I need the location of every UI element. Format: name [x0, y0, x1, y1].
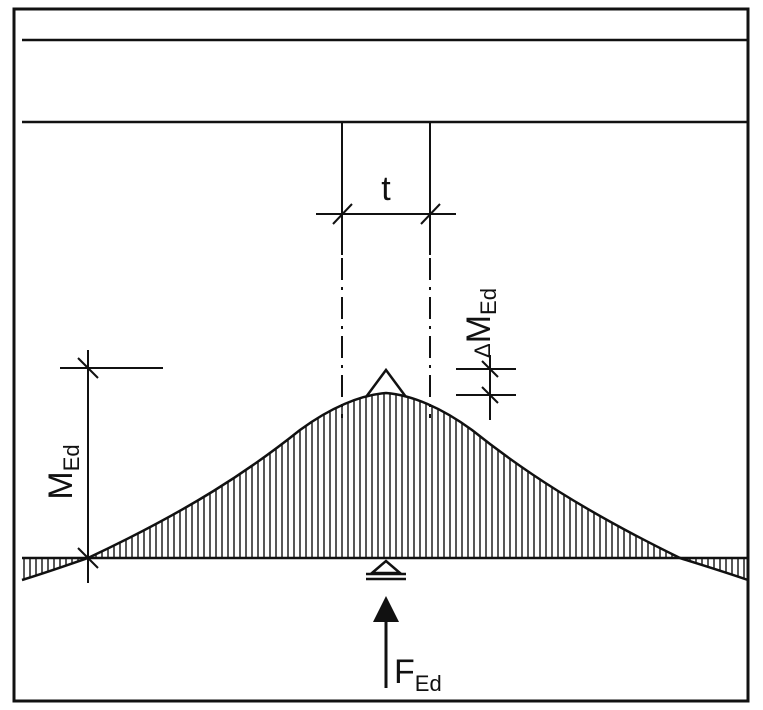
- label-delta-m-ed: ΔMEd: [460, 288, 501, 358]
- label-delta-symbol: Δ: [470, 343, 495, 358]
- moment-curve: [21, 391, 749, 582]
- label-f-ed: FEd: [394, 653, 442, 696]
- peak-reduction-triangle: [364, 367, 408, 398]
- label-m-ed: MEd: [42, 444, 84, 499]
- moment-hatching: [23, 393, 745, 580]
- svg-text:MEd: MEd: [42, 444, 84, 499]
- dimension-delta-m-ed: [456, 355, 516, 420]
- svg-text:ΔMEd: ΔMEd: [460, 288, 501, 358]
- label-f-ed-main: F: [394, 653, 415, 691]
- label-f-ed-sub: Ed: [415, 671, 442, 696]
- label-m-ed-sub: Ed: [59, 444, 84, 471]
- label-t: t: [381, 170, 391, 208]
- outer-frame: [12, 7, 750, 703]
- dimension-m-ed: [60, 350, 163, 583]
- reaction-force-arrow: [373, 596, 399, 688]
- label-dm-ed-main: M: [460, 315, 498, 343]
- dimension-t: [316, 203, 456, 225]
- label-dm-ed-sub: Ed: [476, 288, 501, 315]
- label-m-ed-main: M: [42, 471, 80, 499]
- support-symbol: [366, 559, 406, 581]
